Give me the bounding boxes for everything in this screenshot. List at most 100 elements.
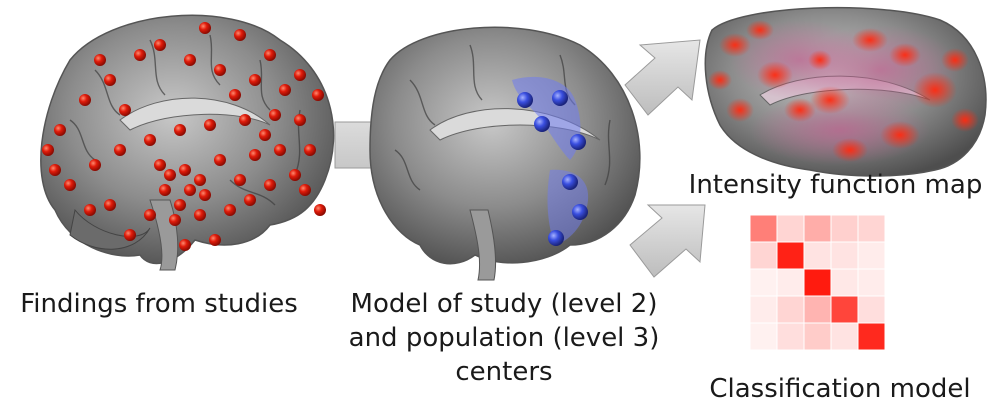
- finding-point: [304, 144, 316, 156]
- matrix-cell: [803, 241, 832, 270]
- finding-point: [249, 74, 261, 86]
- center-point: [562, 174, 578, 190]
- matrix-cell: [830, 214, 859, 243]
- finding-point: [314, 204, 326, 216]
- center-point: [552, 90, 568, 106]
- intensity-hot-spot: [880, 121, 920, 149]
- finding-point: [264, 179, 276, 191]
- finding-point: [312, 89, 324, 101]
- finding-point: [104, 199, 116, 211]
- finding-point: [174, 124, 186, 136]
- matrix-cell: [749, 241, 778, 270]
- intensity-hot-spot: [726, 98, 754, 122]
- center-point: [534, 116, 550, 132]
- finding-point: [64, 179, 76, 191]
- caption-model-line1: Model of study (level 2): [350, 289, 658, 319]
- matrix-cell: [830, 322, 859, 351]
- intensity-hot-spot: [832, 138, 868, 162]
- finding-point: [239, 114, 251, 126]
- intensity-hot-spot: [719, 33, 751, 57]
- center-point: [572, 204, 588, 220]
- matrix-cell: [776, 268, 805, 297]
- finding-point: [184, 184, 196, 196]
- finding-point: [234, 29, 246, 41]
- brain-findings-corpus-callosum: [119, 97, 271, 131]
- finding-point: [199, 189, 211, 201]
- finding-point: [84, 204, 96, 216]
- intensity-hot-spot: [808, 50, 832, 70]
- intensity-hot-spot: [784, 98, 816, 122]
- finding-point: [124, 229, 136, 241]
- matrix-cell: [749, 295, 778, 324]
- matrix-cell: [857, 322, 886, 351]
- matrix-cell: [830, 295, 859, 324]
- finding-point: [184, 54, 196, 66]
- finding-point: [89, 159, 101, 171]
- matrix-cell: [857, 268, 886, 297]
- intensity-hot-spot: [746, 20, 774, 40]
- finding-point: [119, 104, 131, 116]
- finding-point: [169, 214, 181, 226]
- finding-point: [244, 194, 256, 206]
- finding-point: [104, 74, 116, 86]
- finding-point: [194, 209, 206, 221]
- finding-point: [279, 84, 291, 96]
- intensity-hot-spot: [708, 70, 732, 90]
- matrix-cell: [803, 295, 832, 324]
- finding-point: [204, 119, 216, 131]
- intensity-hot-spot: [913, 72, 957, 108]
- finding-point: [42, 144, 54, 156]
- finding-point: [159, 184, 171, 196]
- finding-point: [114, 144, 126, 156]
- brain-model-cortex: [369, 26, 641, 265]
- brain-findings: [40, 14, 335, 271]
- center-point: [570, 134, 586, 150]
- brain-model: [369, 26, 641, 281]
- finding-point: [174, 199, 186, 211]
- finding-point: [49, 164, 61, 176]
- caption-model: Model of study (level 2) and population …: [318, 287, 690, 389]
- finding-point: [224, 204, 236, 216]
- matrix-cell: [803, 214, 832, 243]
- matrix-cell: [857, 214, 886, 243]
- intensity-hot-spot: [941, 48, 969, 72]
- finding-point: [274, 144, 286, 156]
- matrix-cell: [749, 322, 778, 351]
- matrix-cell: [776, 241, 805, 270]
- brain-model-sulci: [394, 44, 611, 191]
- matrix-cell: [830, 268, 859, 297]
- finding-point: [264, 49, 276, 61]
- finding-point: [199, 22, 211, 34]
- finding-point: [269, 109, 281, 121]
- finding-point: [144, 134, 156, 146]
- finding-point: [79, 94, 91, 106]
- matrix-cell: [803, 322, 832, 351]
- finding-point: [194, 174, 206, 186]
- finding-point: [294, 69, 306, 81]
- caption-classification: Classification model: [709, 374, 971, 404]
- finding-point: [249, 149, 261, 161]
- finding-point: [154, 159, 166, 171]
- caption-model-line3: centers: [455, 357, 553, 387]
- arrow-to-classification: [629, 204, 706, 278]
- classification-matrix: [749, 214, 886, 351]
- matrix-cell: [749, 214, 778, 243]
- finding-point: [134, 49, 146, 61]
- center-region-lower: [547, 169, 589, 245]
- finding-point: [144, 209, 156, 221]
- intensity-hot-spot: [951, 108, 979, 132]
- matrix-cell: [776, 295, 805, 324]
- matrix-cell: [830, 241, 859, 270]
- intensity-hot-spot: [757, 61, 793, 89]
- finding-point: [214, 154, 226, 166]
- finding-point: [179, 164, 191, 176]
- finding-point: [234, 174, 246, 186]
- finding-point: [229, 89, 241, 101]
- center-points: [517, 90, 588, 246]
- finding-point: [209, 234, 221, 246]
- intensity-hot-spot: [810, 86, 850, 114]
- matrix-cell: [857, 241, 886, 270]
- matrix-cell: [803, 268, 832, 297]
